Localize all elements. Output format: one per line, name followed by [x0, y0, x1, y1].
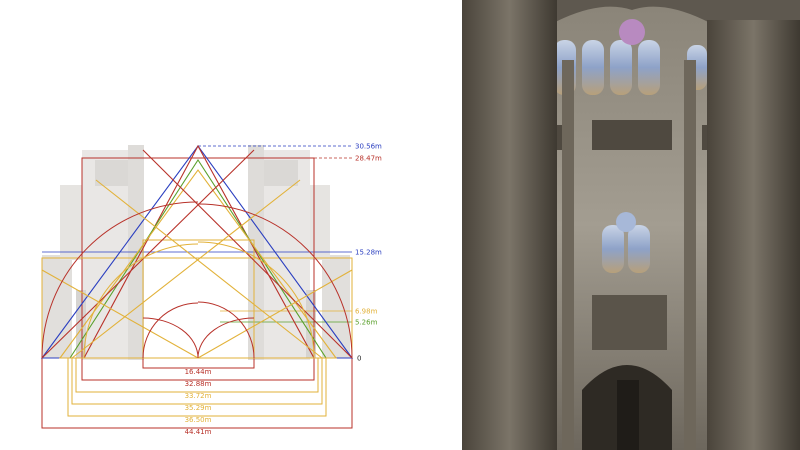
- height-label: 28.47m: [355, 155, 382, 163]
- cathedral-section-diagram: 30.56m 28.47m 15.28m 6.98m 5.26m 0 16.44…: [40, 143, 382, 436]
- cathedral-nave-photo: [462, 0, 800, 450]
- width-label: 32.88m: [185, 380, 212, 388]
- width-label: 33.72m: [185, 392, 212, 400]
- proportion-arcs: [41, 201, 353, 359]
- left-pillar: [462, 0, 557, 450]
- width-label: 36.50m: [185, 416, 212, 424]
- width-brackets: [41, 358, 353, 429]
- width-label: 44.41m: [185, 428, 212, 436]
- height-label: 15.28m: [355, 249, 382, 257]
- height-label: 6.98m: [355, 308, 378, 316]
- height-label: 30.56m: [355, 143, 382, 151]
- width-labels: 16.44m 32.88m 33.72m 35.29m 36.50m 44.41…: [185, 368, 212, 436]
- width-label: 16.44m: [185, 368, 212, 376]
- height-labels: 30.56m 28.47m 15.28m 6.98m 5.26m 0: [355, 143, 382, 363]
- width-label: 35.29m: [185, 404, 212, 412]
- height-label: 0: [357, 355, 361, 363]
- right-pillar: [707, 20, 800, 450]
- height-label: 5.26m: [355, 319, 378, 327]
